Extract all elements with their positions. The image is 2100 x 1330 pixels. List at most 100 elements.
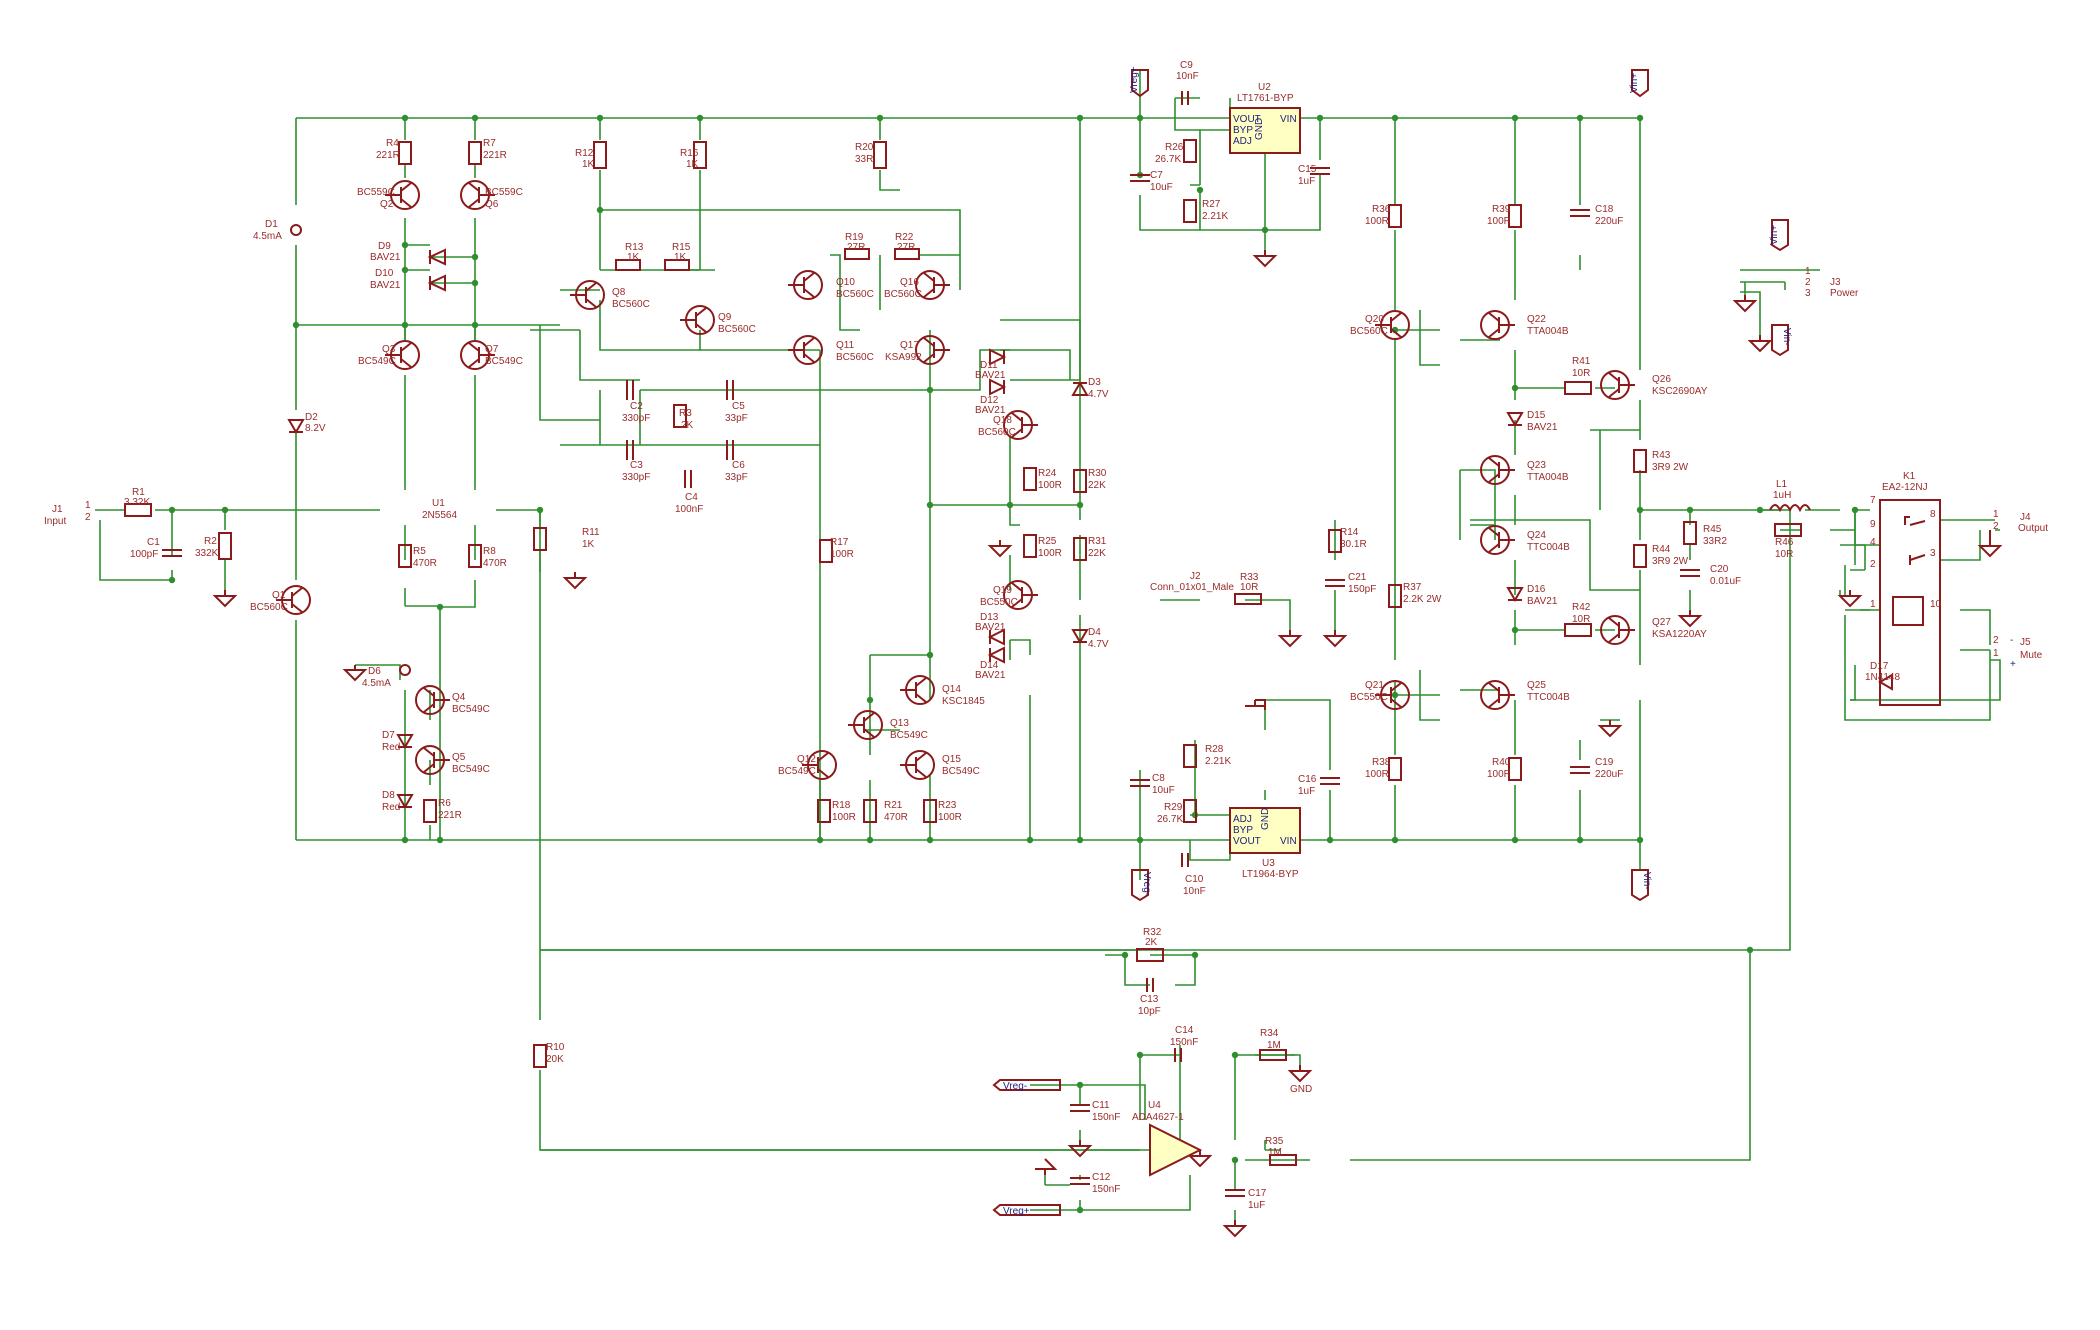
q11-value: BC560C [836, 352, 874, 363]
r23-ref: R23 [938, 800, 957, 811]
q2-ref: Q2 [380, 199, 394, 210]
ground-icon [1597, 720, 1623, 738]
r5-value: 470R [413, 558, 437, 569]
q27-value: KSA1220AY [1652, 629, 1707, 640]
q10-transistor-symbol [788, 270, 823, 300]
resistors [124, 139, 1802, 1166]
u4-ref: U4 [1148, 1100, 1161, 1111]
j5-ref: J5 [2020, 637, 2031, 648]
c8-value: 10uF [1152, 785, 1175, 796]
r12-value: 1K [582, 159, 595, 170]
r18-ref: R18 [832, 800, 851, 811]
r16-ref: R16 [680, 148, 699, 159]
c9-value: 10nF [1176, 71, 1199, 82]
q13-ref: Q13 [890, 718, 909, 729]
q20-value: BC560C [1350, 326, 1388, 337]
ground-icon [1277, 630, 1303, 648]
vin-plus-flag [1631, 69, 1649, 98]
q9-ref: Q9 [718, 312, 732, 323]
u3-ref: U3 [1262, 858, 1275, 869]
d14-value: BAV21 [975, 670, 1006, 681]
d6-ref: D6 [368, 666, 381, 677]
c21-ref: C21 [1348, 572, 1367, 583]
r24-value: 100R [1038, 480, 1062, 491]
d9-value: BAV21 [370, 252, 401, 263]
r11-ref: R11 [582, 527, 600, 538]
q12-transistor-symbol [802, 750, 837, 780]
q8-value: BC560C [612, 299, 650, 310]
d8-ref: D8 [382, 790, 395, 801]
r41-value: 10R [1572, 368, 1590, 379]
q27-ref: Q27 [1652, 617, 1671, 628]
c7-ref: C7 [1150, 170, 1163, 181]
k1-pin1: 1 [1870, 599, 1876, 610]
ground-icon [1747, 335, 1773, 353]
j1-pin1: 1 [85, 500, 91, 511]
q24-value: TTC004B [1527, 542, 1570, 553]
q4-value: BC549C [452, 704, 490, 715]
r34-value: 1M [1267, 1040, 1281, 1051]
r28-ref: R28 [1205, 744, 1224, 755]
r5-ref: R5 [413, 546, 426, 557]
k1-pin9: 9 [1870, 519, 1876, 530]
r40-ref: R40 [1492, 757, 1511, 768]
r32-value: 2K [1145, 937, 1158, 948]
d17-value: 1N4148 [1865, 672, 1900, 683]
q12-ref: Q12 [797, 754, 816, 765]
q3-ref: Q3 [382, 344, 396, 355]
q9-transistor-symbol [680, 305, 715, 335]
q18-transistor-symbol [1003, 410, 1038, 440]
ground-icon [1732, 295, 1758, 313]
current-sources [290, 224, 411, 676]
r11-value: 1K [582, 539, 595, 550]
q23-ref: Q23 [1527, 460, 1546, 471]
vreg-minus-label: Vreg- [1003, 1081, 1027, 1092]
q6-ref: Q6 [485, 199, 499, 210]
d8-value: Red [382, 802, 400, 813]
u3-body [1229, 807, 1301, 854]
c18-ref: C18 [1595, 204, 1614, 215]
r10-ref: R10 [546, 1042, 565, 1053]
r39-ref: R39 [1492, 204, 1511, 215]
diodes [287, 248, 1893, 809]
r37-ref: R37 [1403, 582, 1422, 593]
r21-value: 470R [884, 812, 908, 823]
c13-ref: C13 [1140, 994, 1159, 1005]
capacitors [162, 91, 1700, 1197]
q22-ref: Q22 [1527, 314, 1546, 325]
c17-ref: C17 [1248, 1188, 1267, 1199]
j1-pin2: 2 [85, 512, 91, 523]
r33-ref: R33 [1240, 572, 1259, 583]
d4-value: 4.7V [1088, 639, 1109, 650]
d13-ref: D13 [980, 612, 999, 623]
r36-value: 100R [1365, 216, 1389, 227]
c4-value: 100nF [675, 504, 703, 515]
d2-ref: D2 [305, 412, 318, 423]
j1-value: Input [44, 516, 66, 527]
q20-ref: Q20 [1365, 314, 1384, 325]
transistors [276, 180, 1635, 780]
q14-ref: Q14 [942, 684, 961, 695]
j3-pin1: 1 [1805, 266, 1811, 277]
ground-icon [1837, 590, 1863, 608]
r1-ref: R1 [132, 487, 145, 498]
labels: J1 Input R1 3.32K C1 100pF R2 332K R4 22… [44, 60, 2048, 1217]
c1-value: 100pF [130, 549, 158, 560]
q13-value: BC549C [890, 730, 928, 741]
ground-icon [562, 572, 588, 590]
q21-transistor-symbol [1375, 680, 1410, 710]
power-symbols [212, 69, 2003, 1238]
j5-value: Mute [2020, 650, 2043, 661]
u3-gnd: GND [1260, 808, 1271, 830]
q18-value: BC560C [978, 427, 1016, 438]
u2-vin: VIN [1280, 114, 1297, 125]
r17-value: 100R [830, 549, 854, 560]
vreg-plus-text: Vreg+ [1129, 66, 1140, 93]
c19-ref: C19 [1595, 757, 1614, 768]
r30-value: 22K [1088, 480, 1106, 491]
q6-value: BC559C [485, 187, 523, 198]
u3-adj: ADJ [1233, 814, 1252, 825]
vin-minus-flag [1631, 869, 1649, 902]
q9-value: BC560C [718, 324, 756, 335]
